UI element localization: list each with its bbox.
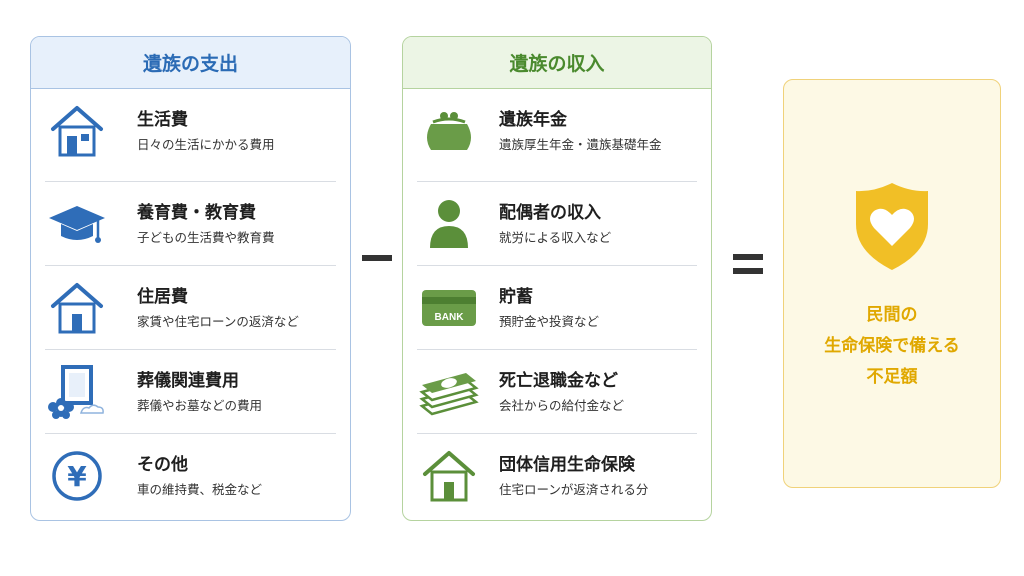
item-description: 葬儀やお墓などの費用	[137, 397, 263, 413]
item-title: 遺族年金	[499, 110, 567, 130]
coin-purse-icon	[417, 99, 481, 163]
expense-item-other: ¥ その他 車の維持費、税金など	[45, 433, 336, 517]
item-description: 就労による収入など	[499, 229, 612, 245]
item-title: その他	[137, 454, 188, 475]
income-item-pension: 遺族年金 遺族厚生年金・遺族基礎年金	[417, 89, 697, 173]
memorial-portrait-icon	[45, 360, 109, 424]
expense-item-housing: 住居費 家賃や住宅ローンの返済など	[45, 265, 336, 349]
bank-card-icon: BANK	[417, 276, 481, 340]
person-icon	[417, 192, 481, 256]
item-description: 車の維持費、税金など	[137, 481, 263, 497]
shield-heart-icon	[852, 180, 932, 276]
income-panel: 遺族の収入 遺族年金 遺族厚生年金・遺族基礎年金 配偶者の収入 就労による収入な…	[402, 36, 712, 521]
shortfall-line: 不足額	[866, 367, 918, 387]
card-text: BANK	[435, 312, 465, 323]
house-icon	[417, 444, 481, 508]
item-title: 貯蓄	[499, 286, 533, 307]
item-description: 預貯金や投資など	[499, 313, 600, 329]
item-description: 遺族厚生年金・遺族基礎年金	[499, 137, 662, 152]
equals-operator	[733, 254, 763, 276]
graduation-cap-icon	[45, 192, 109, 256]
item-title: 住居費	[137, 286, 188, 307]
item-title: 養育費・教育費	[137, 202, 256, 223]
yen-symbol: ¥	[67, 460, 87, 493]
income-item-group-insurance: 団体信用生命保険 住宅ローンが返済される分	[417, 433, 697, 517]
expense-panel: 遺族の支出 生活費 日々の生活にかかる費用 養育費・教育費	[30, 36, 351, 521]
yen-coin-icon: ¥	[45, 444, 109, 508]
item-title: 葬儀関連費用	[137, 370, 239, 391]
shortfall-line: 民間の	[866, 305, 918, 325]
expense-item-education: 養育費・教育費 子どもの生活費や教育費	[45, 181, 336, 265]
shortfall-text: 民間の 生命保険で備える 不足額	[824, 300, 960, 393]
income-panel-title: 遺族の収入	[403, 37, 711, 89]
income-item-spouse: 配偶者の収入 就労による収入など	[417, 181, 697, 265]
item-description: 住宅ローンが返済される分	[499, 481, 649, 497]
house-icon	[45, 99, 109, 163]
shortfall-box: 民間の 生命保険で備える 不足額	[783, 79, 1001, 488]
cash-stack-icon	[417, 360, 481, 424]
item-description: 日々の生活にかかる費用	[137, 137, 275, 152]
item-title: 配偶者の収入	[499, 202, 601, 223]
house-icon	[45, 276, 109, 340]
item-title: 団体信用生命保険	[499, 454, 635, 475]
shortfall-line: 生命保険で備える	[824, 336, 960, 356]
item-title: 死亡退職金など	[499, 370, 618, 391]
expense-item-living: 生活費 日々の生活にかかる費用	[45, 89, 336, 173]
item-description: 家賃や住宅ローンの返済など	[137, 313, 299, 329]
income-item-retirement: 死亡退職金など 会社からの給付金など	[417, 349, 697, 433]
item-description: 会社からの給付金など	[499, 397, 625, 413]
item-description: 子どもの生活費や教育費	[137, 229, 275, 245]
expense-item-funeral: 葬儀関連費用 葬儀やお墓などの費用	[45, 349, 336, 433]
item-title: 生活費	[137, 110, 188, 130]
income-item-savings: BANK 貯蓄 預貯金や投資など	[417, 265, 697, 349]
expense-panel-title: 遺族の支出	[31, 37, 350, 89]
minus-operator	[362, 255, 392, 261]
